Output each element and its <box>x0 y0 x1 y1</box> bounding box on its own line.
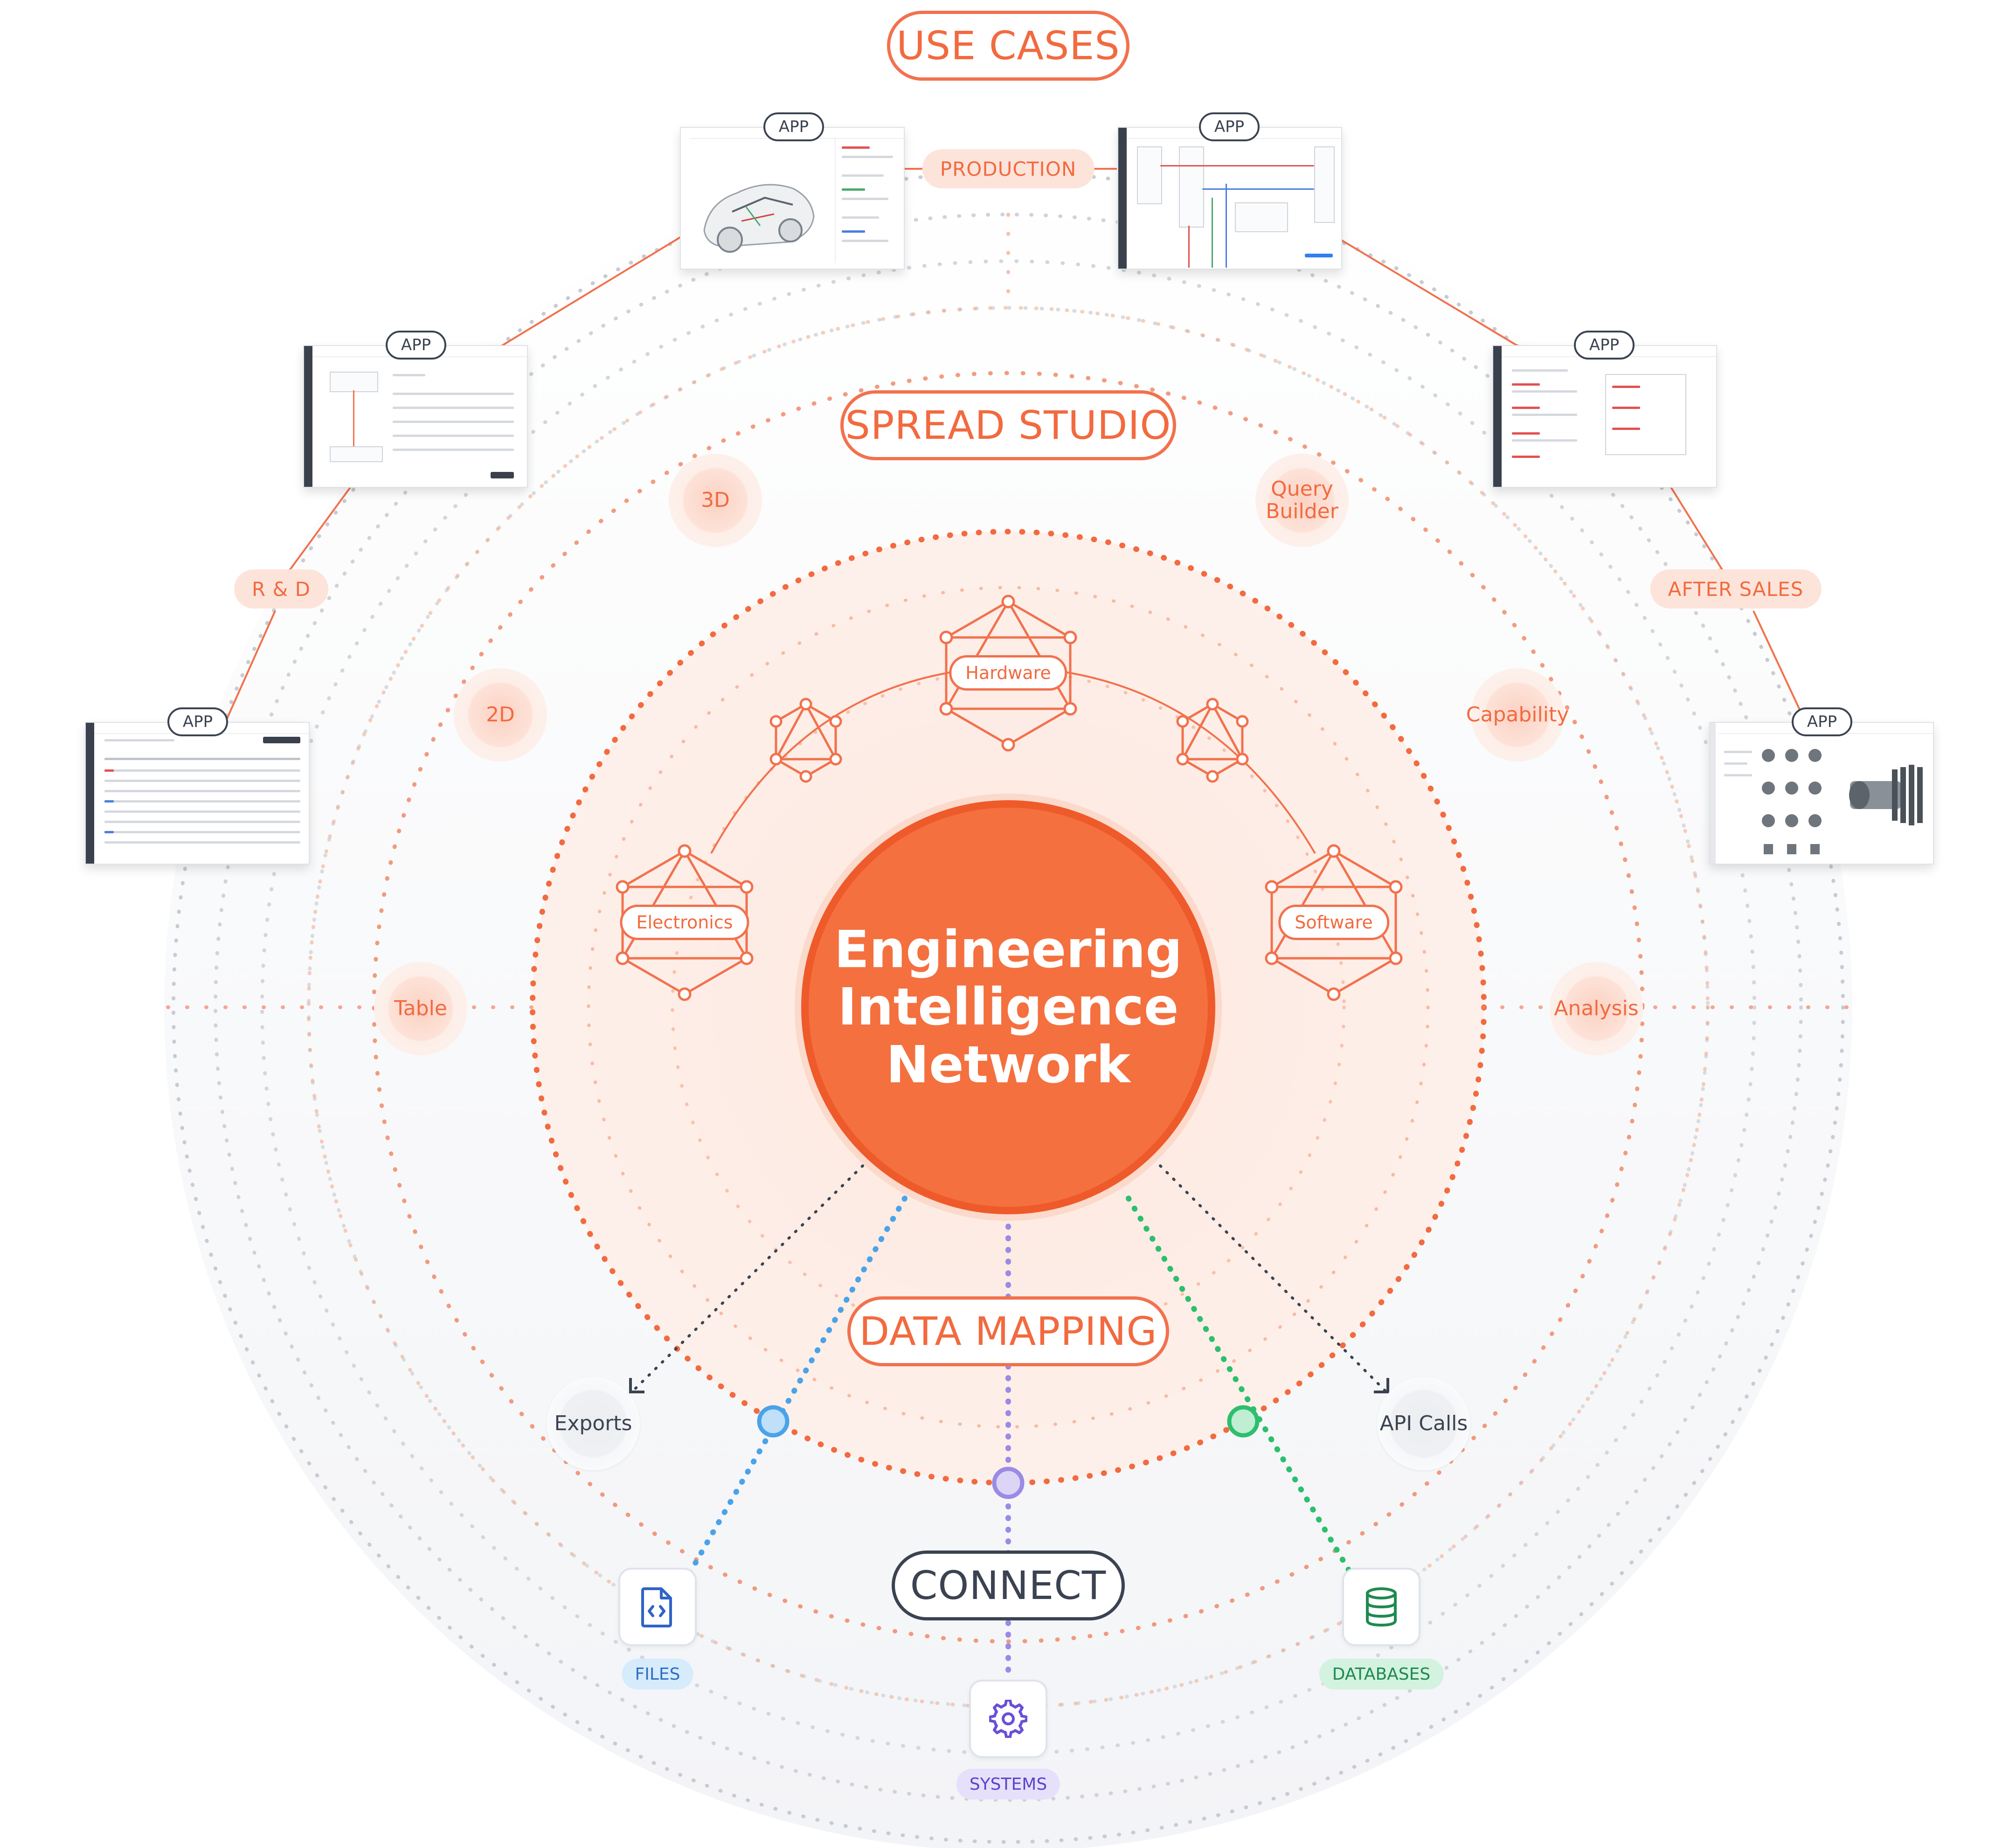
right-small-hub-graphic <box>1176 698 1249 783</box>
electronics-hub-label: Electronics <box>620 905 749 940</box>
rnd-category: R & D <box>234 569 328 609</box>
data-mapping-title: DATA MAPPING <box>847 1296 1169 1366</box>
app-screenshot-wiring-diagram[interactable] <box>1117 127 1342 270</box>
left-small-hub-graphic <box>769 698 842 783</box>
engineering-intelligence-network-core: Engineering Intelligence Network <box>801 800 1215 1214</box>
database-icon <box>1366 1587 1397 1627</box>
app-screenshot-data-table[interactable] <box>85 722 310 865</box>
app-badge: APP <box>1199 112 1260 141</box>
app-screenshot-3d-vehicle[interactable] <box>680 127 905 270</box>
app-badge: APP <box>1792 707 1852 736</box>
spread-studio-title: SPREAD STUDIO <box>840 390 1176 460</box>
systems-node-dot <box>992 1467 1025 1499</box>
systems-source-card[interactable] <box>969 1680 1047 1758</box>
app-badge: APP <box>386 331 446 360</box>
app-screenshot-config-form[interactable] <box>303 345 528 488</box>
tool-query-builder[interactable]: Query Builder <box>1255 454 1349 547</box>
app-screenshot-parts-gallery[interactable] <box>1709 722 1934 865</box>
tool-capability[interactable]: Capability <box>1466 668 1569 761</box>
core-label: Engineering Intelligence Network <box>834 920 1183 1094</box>
app-badge: APP <box>763 112 824 141</box>
use-cases-title: USE CASES <box>887 11 1129 81</box>
production-category: PRODUCTION <box>922 149 1095 188</box>
code-file-icon <box>641 1587 672 1627</box>
tool-analysis[interactable]: Analysis <box>1550 962 1643 1055</box>
app-screenshot-flow-list[interactable] <box>1492 345 1717 488</box>
tool-2d[interactable]: 2D <box>454 668 547 761</box>
databases-label: DATABASES <box>1319 1659 1444 1689</box>
app-badge: APP <box>167 707 228 736</box>
turbine-part-image <box>1849 765 1923 825</box>
databases-node-dot <box>1227 1405 1260 1438</box>
app-badge: APP <box>1574 331 1635 360</box>
gear-icon <box>989 1700 1027 1738</box>
hardware-hub-label: Hardware <box>949 655 1067 691</box>
connect-title: CONNECT <box>892 1550 1125 1620</box>
tool-3d[interactable]: 3D <box>669 454 762 547</box>
software-hub-label: Software <box>1278 905 1389 940</box>
systems-label: SYSTEMS <box>956 1769 1060 1800</box>
databases-source-card[interactable] <box>1342 1568 1420 1646</box>
parts-grid-image <box>1762 749 1822 854</box>
api-calls-output[interactable]: API Calls <box>1377 1377 1470 1470</box>
after-sales-category: AFTER SALES <box>1650 569 1822 609</box>
files-source-card[interactable] <box>618 1568 697 1646</box>
files-label: FILES <box>622 1659 693 1689</box>
tool-table[interactable]: Table <box>374 962 467 1055</box>
files-node-dot <box>757 1405 790 1438</box>
exports-output[interactable]: Exports <box>547 1377 640 1470</box>
car-model-image <box>703 184 815 253</box>
